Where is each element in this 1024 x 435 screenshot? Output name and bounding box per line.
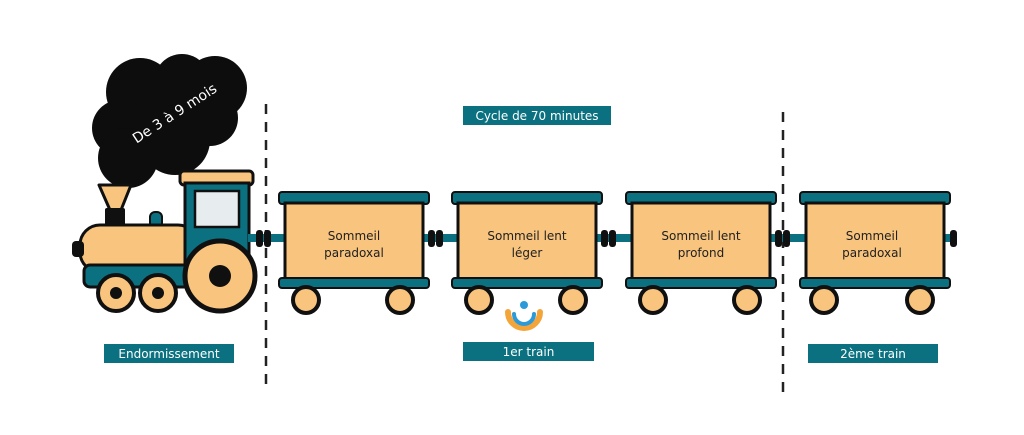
wagon-1 [278, 191, 430, 315]
wagon-2-line2: léger [511, 246, 543, 260]
brand-logo [505, 301, 543, 331]
wagon-1-line1: Sommeil [327, 229, 381, 243]
wagon-2 [451, 191, 603, 315]
wagon-2-line1: Sommeil lent [487, 229, 567, 243]
wagon-3 [625, 191, 777, 315]
wagon-3-line2: profond [677, 246, 725, 260]
couplings [248, 230, 957, 247]
endormissement-label: Endormissement [104, 344, 234, 363]
second-train-label: 2ème train [808, 344, 938, 363]
wagon-1-line2: paradoxal [324, 246, 384, 260]
wagon-4-line1: Sommeil [845, 229, 899, 243]
wagon-1-label: Sommeil paradoxal [288, 228, 420, 262]
locomotive [72, 169, 258, 314]
cycle-label: Cycle de 70 minutes [463, 106, 611, 125]
wagon-2-label: Sommeil lent léger [461, 228, 593, 262]
wagon-4 [799, 191, 951, 315]
wagon-3-line1: Sommeil lent [661, 229, 741, 243]
wagon-3-label: Sommeil lent profond [635, 228, 767, 262]
wagon-4-label: Sommeil paradoxal [806, 228, 938, 262]
wagon-4-line2: paradoxal [842, 246, 902, 260]
smoke-cloud [92, 54, 247, 188]
first-train-label: 1er train [463, 342, 594, 361]
